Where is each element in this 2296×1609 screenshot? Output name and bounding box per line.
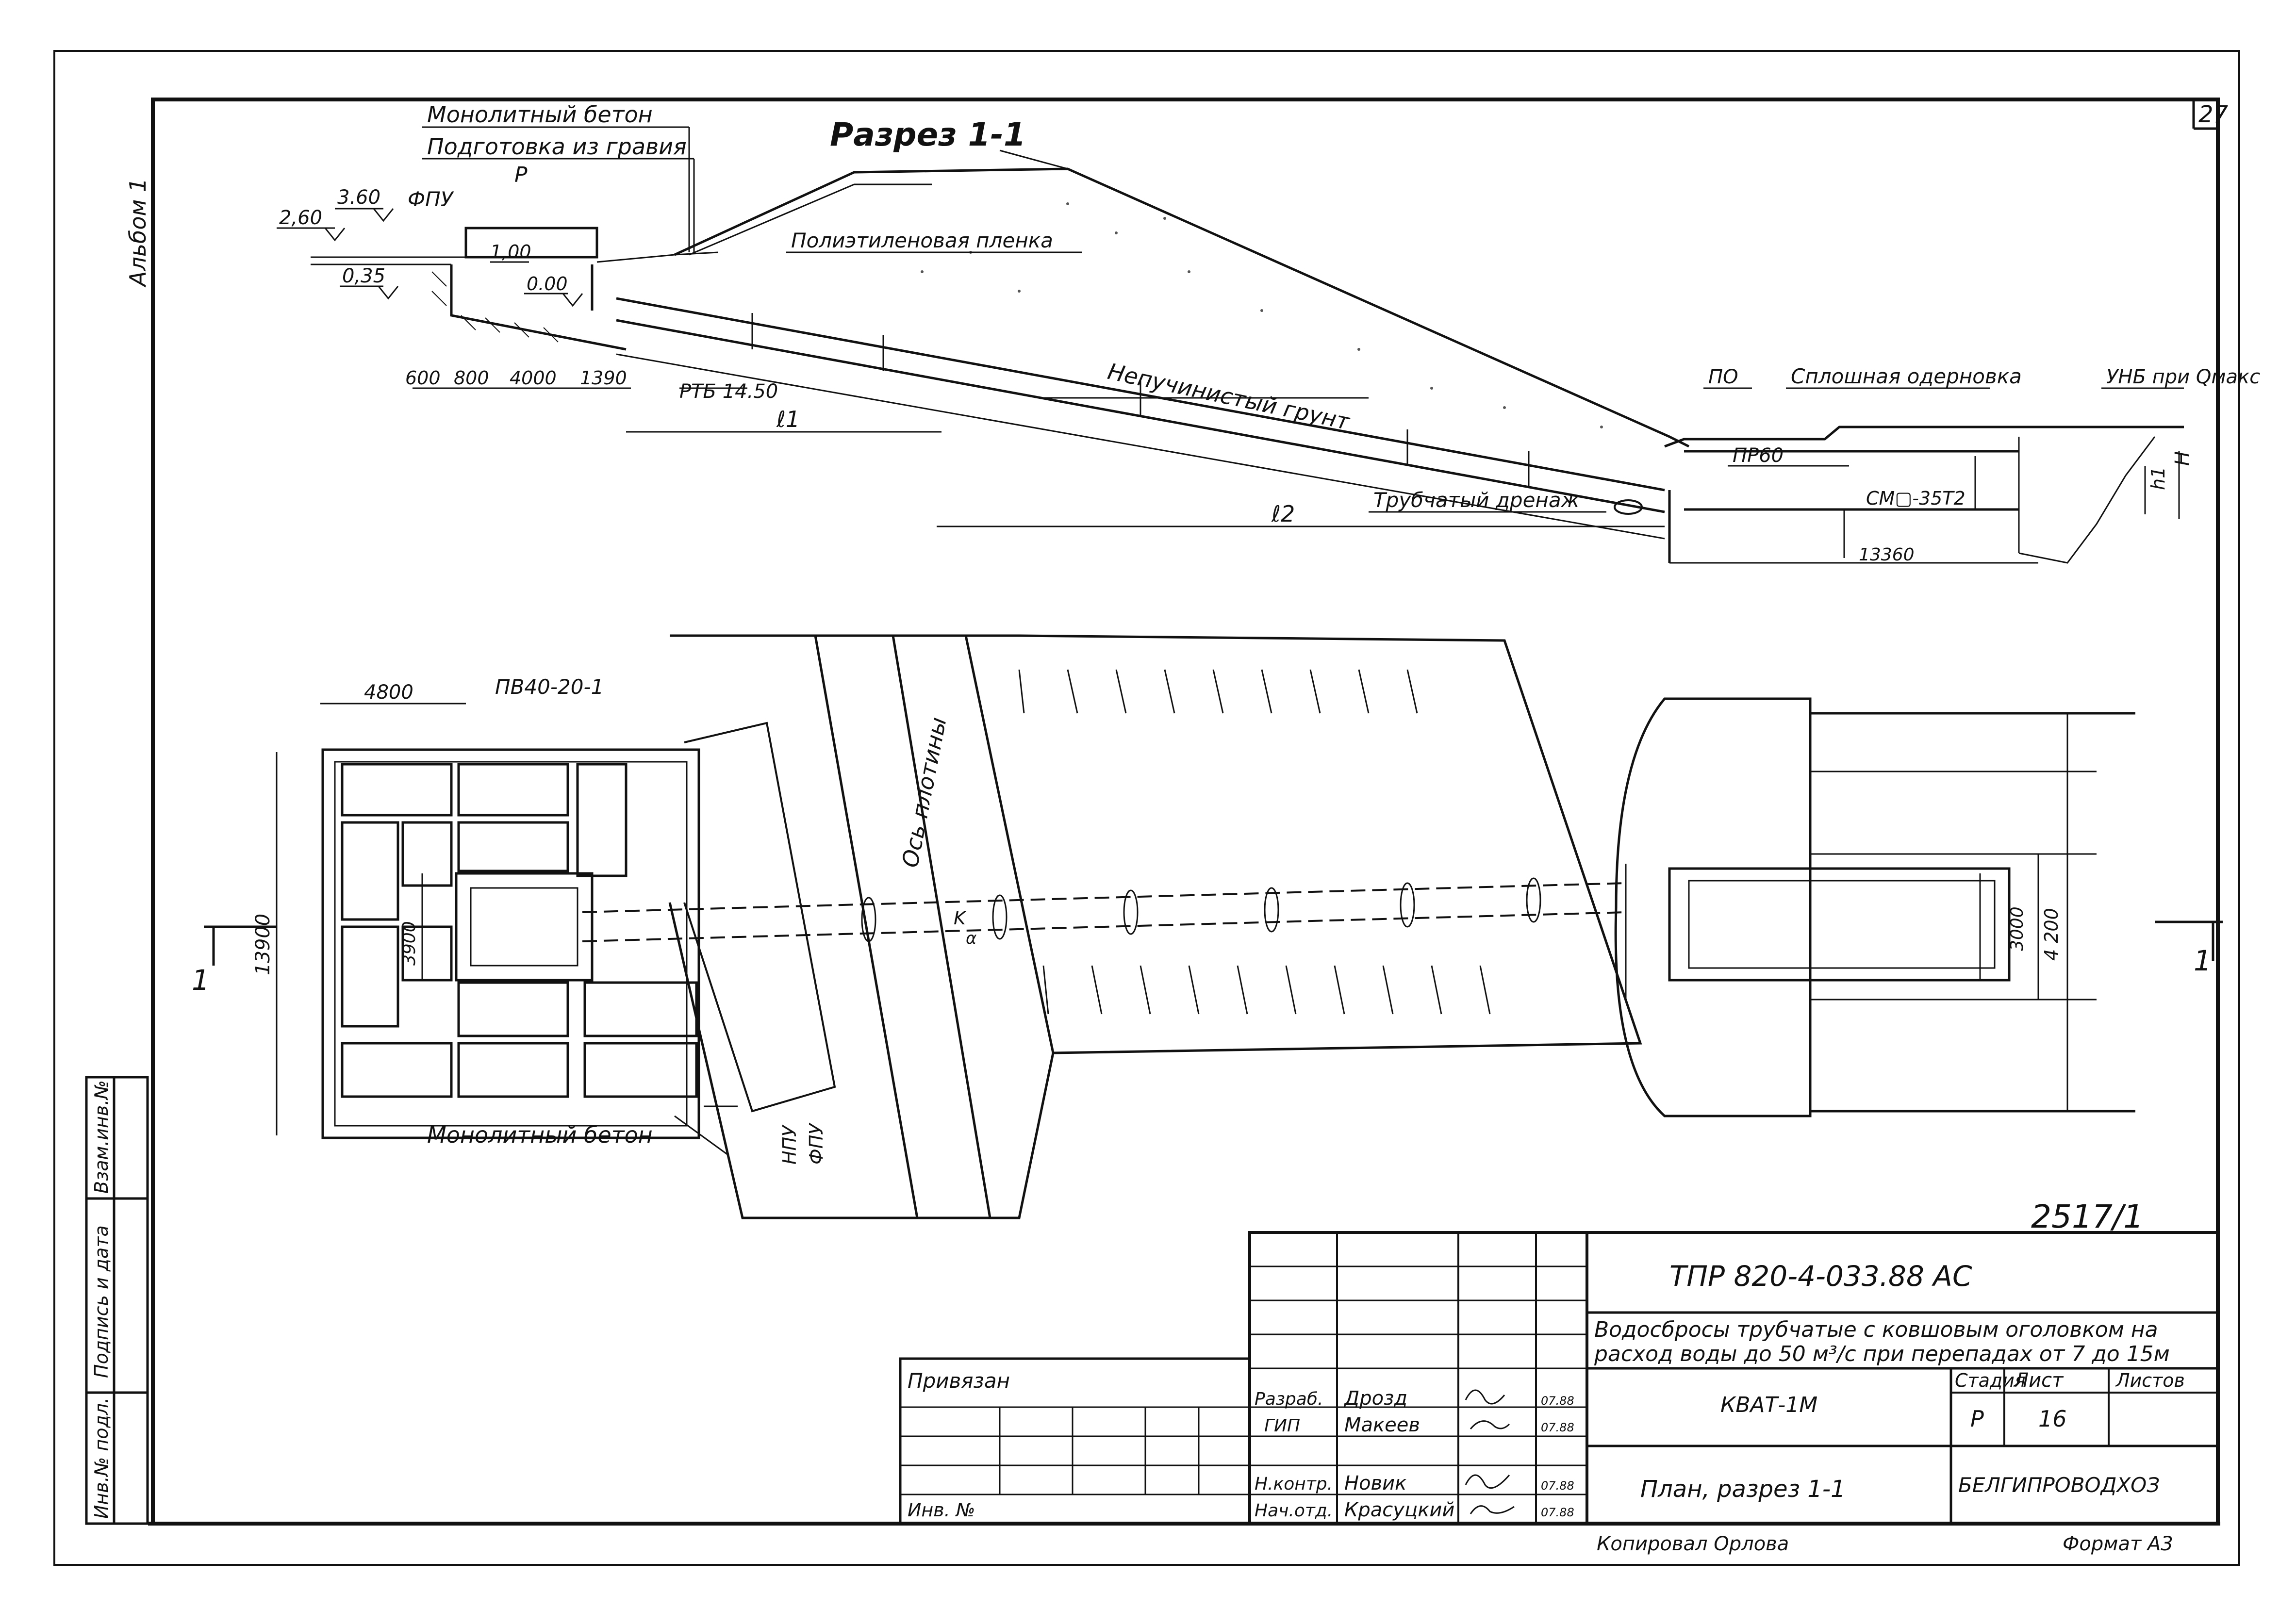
drain-icon	[1614, 499, 1643, 515]
name-1: Макеев	[1344, 1414, 1420, 1436]
sheet-number: 27	[2198, 101, 2229, 128]
date-1: 07.88	[1541, 1421, 1574, 1434]
role-0: Разраб.	[1255, 1389, 1323, 1409]
date-3: 07.88	[1541, 1506, 1574, 1519]
section-1-1: Разрез 1-1	[277, 101, 2260, 565]
plan-dim-4200: 4 200	[2041, 908, 2062, 961]
note-po: ПО	[1708, 366, 1738, 388]
mark-h1: h1	[2147, 467, 2169, 490]
signatures	[1465, 1389, 1515, 1514]
side-stamp	[85, 1076, 149, 1525]
plan-label-pv: ПВ40-20-1	[495, 675, 604, 699]
title-block	[899, 1231, 2219, 1525]
mark-035: 0,35	[342, 265, 385, 287]
dim-1390: 1390	[580, 367, 627, 389]
format-label: Формат А3	[2063, 1533, 2173, 1555]
inv-label: Инв. №	[908, 1499, 975, 1521]
dim-600: 600	[405, 367, 441, 389]
note-pr60: ПР60	[1733, 444, 1784, 467]
plan-cut-right: 1	[2194, 944, 2212, 977]
plan-npu: НПУ	[779, 1124, 800, 1165]
doc-code: ТПР 820-4-033.88 АС	[1669, 1260, 1972, 1293]
note-soil: Непучинистый грунт	[1106, 358, 1353, 435]
side-stamp-sign: Подпись и дата	[91, 1225, 112, 1378]
date-2: 07.88	[1541, 1479, 1574, 1493]
album-label: Альбом 1	[125, 178, 151, 288]
role-3: Нач.отд.	[1255, 1501, 1333, 1521]
note-lining: Сплошная одерновка	[1791, 364, 2022, 388]
plan-cut-left: 1	[192, 964, 210, 997]
sheet-title: План, разрез 1-1	[1640, 1476, 1846, 1503]
dim-l2: ℓ2	[1271, 501, 1295, 527]
note-monolith: Монолитный бетон	[427, 101, 653, 128]
dim-13360: 13360	[1859, 545, 1915, 565]
mark-260: 2,60	[279, 207, 322, 229]
plan-dam-axis: Ось плотины	[897, 715, 952, 870]
sheet-header: Лист	[2013, 1369, 2064, 1392]
dim-800: 800	[454, 367, 489, 389]
mark-360: 3.60	[337, 186, 380, 209]
mark-000: 0.00	[527, 273, 568, 295]
plan-dim-4800: 4800	[364, 681, 413, 704]
sheet-value: 16	[2038, 1406, 2067, 1432]
plan-dim-3900: 3900	[399, 921, 419, 966]
note-cm: СМ▢-35Т2	[1866, 488, 1966, 509]
dim-4000: 4000	[510, 367, 557, 389]
role-2: Н.контр.	[1255, 1474, 1333, 1494]
stage-value: Р	[1970, 1406, 1984, 1432]
plan-fpu: ФПУ	[806, 1122, 827, 1165]
plan-alpha: α	[966, 929, 976, 948]
archive-number: 2517/1	[2031, 1198, 2144, 1235]
name-2: Новик	[1344, 1472, 1406, 1494]
plan-view: 4800 ПВ40-20-1 13900 3900 Монолитный бет…	[192, 634, 2223, 1219]
plan-k: K	[954, 907, 967, 929]
mark-100: 1,00	[490, 241, 531, 263]
note-gravel: Подготовка из гравия	[427, 133, 687, 160]
stage-header: Стадия	[1955, 1370, 2026, 1391]
side-stamp-vzam: Взам.инв.№	[91, 1080, 112, 1194]
doc-desc-line2: расход воды до 50 м³/с при перепадах от …	[1594, 1342, 2170, 1366]
note-unb: УНБ при Qмакс	[2106, 366, 2260, 388]
mark-fpu: ФПУ	[408, 187, 454, 211]
privyazan-label: Привязан	[908, 1369, 1010, 1393]
side-stamp-inv: Инв.№ подл.	[91, 1397, 112, 1519]
copied-by: Копировал Орлова	[1597, 1533, 1789, 1555]
plan-dim-3000: 3000	[2007, 906, 2027, 951]
mark-h: H	[2171, 451, 2194, 466]
organization: БЕЛГИПРОВОДХОЗ	[1958, 1473, 2160, 1497]
plan-monolith: Монолитный бетон	[427, 1122, 653, 1148]
name-0: Дрозд	[1343, 1387, 1407, 1410]
note-drain: Трубчатый дренаж	[1373, 488, 1580, 512]
note-rtb: РТБ 14.50	[679, 380, 778, 403]
dim-l1: ℓ1	[776, 406, 800, 432]
name-3: Красуцкий	[1344, 1499, 1454, 1521]
project-name: КВАТ-1М	[1720, 1393, 1817, 1417]
note-film: Полиэтиленовая пленка	[791, 229, 1053, 252]
plan-dim-13900: 13900	[252, 914, 274, 975]
role-1: ГИП	[1264, 1416, 1300, 1436]
mark-p: Р	[514, 163, 528, 187]
sheets-header: Листов	[2115, 1370, 2185, 1391]
date-0: 07.88	[1541, 1394, 1574, 1408]
section-title: Разрез 1-1	[830, 116, 1026, 153]
doc-desc-line1: Водосбросы трубчатые с ковшовым оголовко…	[1594, 1317, 2158, 1342]
